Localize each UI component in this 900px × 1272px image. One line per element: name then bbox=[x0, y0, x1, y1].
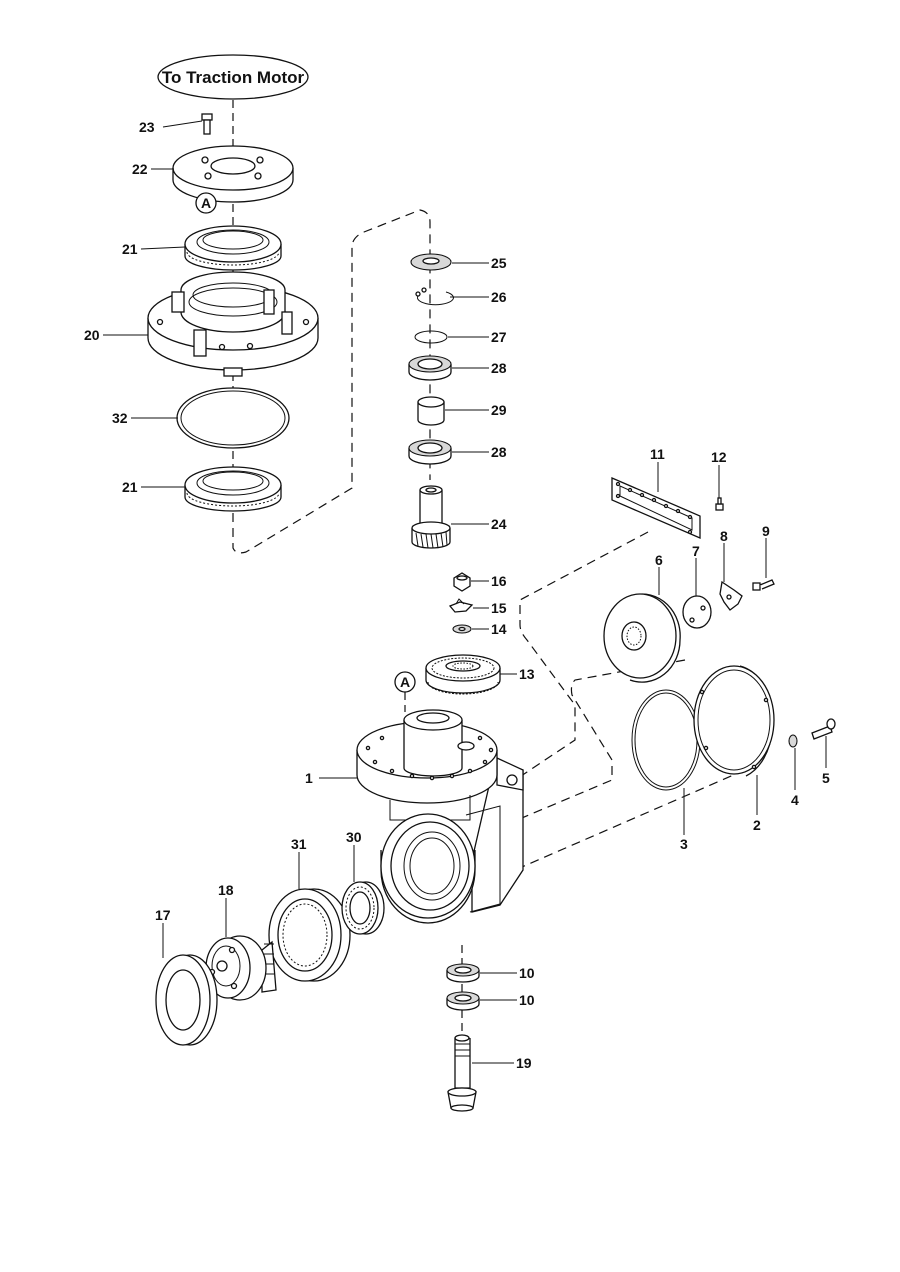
callout-4: 4 bbox=[791, 792, 799, 808]
callout-10-upper: 10 bbox=[519, 965, 535, 981]
lock-washer-15 bbox=[448, 598, 474, 613]
bearing-10-lower bbox=[446, 991, 480, 1011]
washer-14 bbox=[452, 624, 472, 634]
to-traction-motor-bubble: To Traction Motor bbox=[157, 54, 309, 100]
callout-20: 20 bbox=[84, 327, 100, 343]
callout-1: 1 bbox=[305, 770, 313, 786]
bearing-cup-31 bbox=[268, 888, 351, 982]
callout-28-lower: 28 bbox=[491, 444, 507, 460]
callout-12: 12 bbox=[711, 449, 727, 465]
bolt-23 bbox=[201, 113, 213, 135]
bolt-5 bbox=[811, 718, 836, 740]
callout-22: 22 bbox=[132, 161, 148, 177]
washer-4 bbox=[788, 734, 798, 748]
bolt-9 bbox=[752, 579, 775, 591]
snap-ring-26 bbox=[415, 287, 454, 306]
callout-labels: 23 22 21 20 32 21 25 26 27 28 29 28 24 1… bbox=[84, 119, 830, 1071]
callout-3: 3 bbox=[680, 836, 688, 852]
callout-18: 18 bbox=[218, 882, 234, 898]
tapered-bearing-21-lower bbox=[184, 466, 282, 512]
tapered-bearing-21-upper bbox=[184, 225, 282, 271]
gear-housing-1 bbox=[356, 709, 524, 924]
hub-7 bbox=[682, 595, 712, 629]
output-shaft-19 bbox=[447, 1034, 477, 1112]
callout-19: 19 bbox=[516, 1055, 532, 1071]
bolt-12 bbox=[715, 497, 724, 511]
callout-11: 11 bbox=[650, 446, 665, 462]
callout-2: 2 bbox=[753, 817, 761, 833]
bearing-cone-30 bbox=[341, 881, 385, 935]
callout-21-upper: 21 bbox=[122, 241, 138, 257]
cover-assembly-path bbox=[499, 531, 649, 791]
callout-6: 6 bbox=[655, 552, 663, 568]
to-traction-motor-label: To Traction Motor bbox=[162, 68, 305, 87]
callout-26: 26 bbox=[491, 289, 507, 305]
pinion-shaft-24 bbox=[411, 485, 451, 549]
callout-7: 7 bbox=[692, 543, 700, 559]
callout-23: 23 bbox=[139, 119, 155, 135]
washer-25 bbox=[410, 253, 452, 271]
callout-13: 13 bbox=[519, 666, 535, 682]
reference-mark-a-lower: A bbox=[394, 671, 416, 712]
reference-mark-a-lower-label: A bbox=[400, 674, 410, 690]
reference-mark-a-upper: A bbox=[195, 192, 217, 214]
ball-bearing-28-upper bbox=[408, 355, 452, 381]
callout-16: 16 bbox=[491, 573, 507, 589]
callout-27: 27 bbox=[491, 329, 507, 345]
leader-lines bbox=[103, 120, 827, 1064]
retainer-plate-22 bbox=[172, 145, 294, 203]
cover-plate-11 bbox=[611, 477, 701, 539]
callout-31: 31 bbox=[291, 836, 307, 852]
callout-5: 5 bbox=[822, 770, 830, 786]
reference-mark-a-upper-label: A bbox=[201, 195, 211, 211]
callout-17: 17 bbox=[155, 907, 171, 923]
callout-29: 29 bbox=[491, 402, 507, 418]
callout-21-lower: 21 bbox=[122, 479, 138, 495]
callout-25: 25 bbox=[491, 255, 507, 271]
ball-bearing-28-lower bbox=[408, 439, 452, 465]
callout-14: 14 bbox=[491, 621, 507, 637]
oil-seal-17 bbox=[155, 954, 218, 1046]
ring-gear-13 bbox=[425, 654, 501, 695]
callout-28-upper: 28 bbox=[491, 360, 507, 376]
bearing-10-upper bbox=[446, 963, 480, 983]
snap-ring-27 bbox=[414, 330, 448, 344]
brake-disc-6 bbox=[603, 593, 681, 683]
callout-9: 9 bbox=[762, 523, 770, 539]
callout-32: 32 bbox=[112, 410, 128, 426]
o-ring-3 bbox=[631, 689, 701, 791]
shaft-assembly-path bbox=[232, 209, 431, 554]
spacer-sleeve-29 bbox=[417, 396, 445, 426]
flange-ring-2 bbox=[693, 665, 775, 777]
seal-ring-32 bbox=[176, 387, 290, 449]
callout-8: 8 bbox=[720, 528, 728, 544]
callout-15: 15 bbox=[491, 600, 507, 616]
seal-assembly-path bbox=[497, 659, 686, 829]
drive-yoke-18 bbox=[205, 935, 277, 1001]
lock-tab-8 bbox=[719, 580, 743, 611]
callout-24: 24 bbox=[491, 516, 507, 532]
housing-flange-20 bbox=[147, 271, 319, 377]
ring-assembly-path bbox=[514, 769, 746, 871]
nut-16 bbox=[453, 572, 471, 592]
callout-30: 30 bbox=[346, 829, 362, 845]
callout-10-lower: 10 bbox=[519, 992, 535, 1008]
